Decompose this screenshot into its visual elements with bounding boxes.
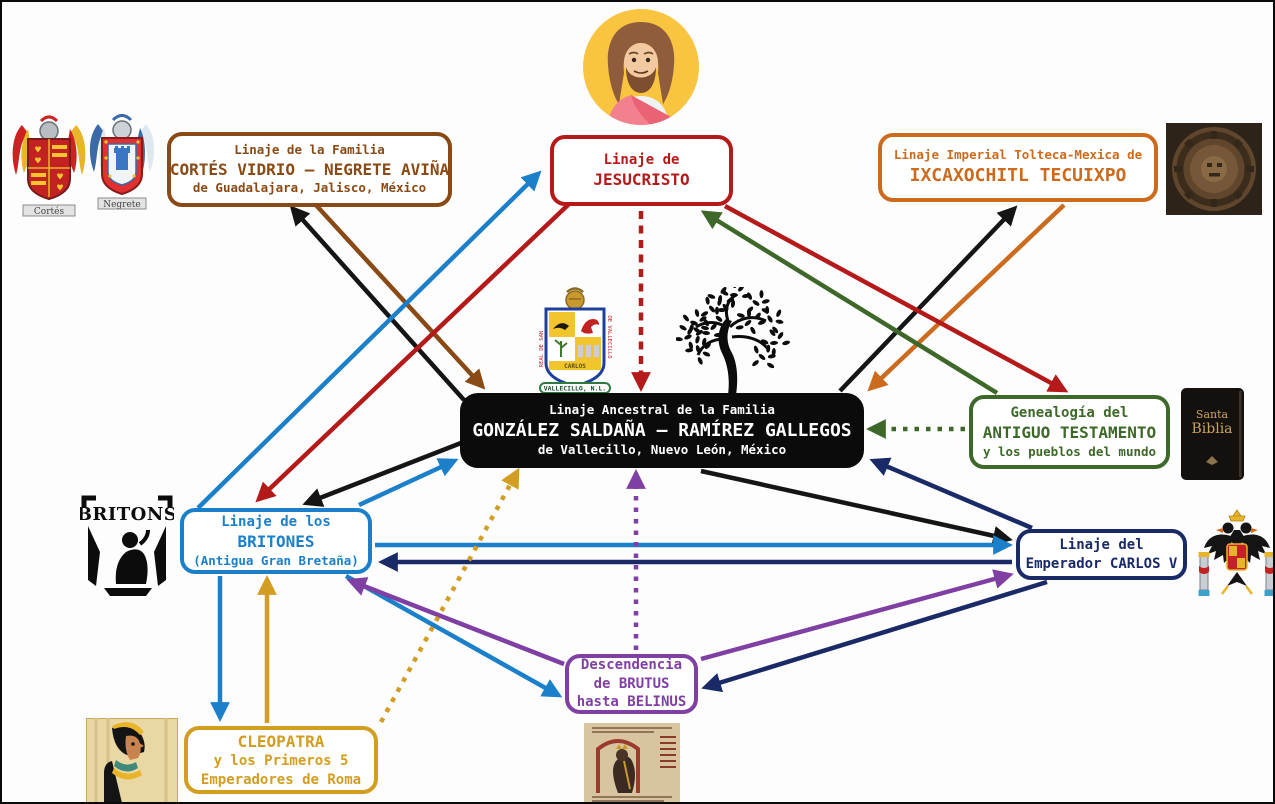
node-brutus-label: hasta BELINUS <box>576 694 687 711</box>
svg-text:DE VALLECILLO: DE VALLECILLO <box>606 315 612 358</box>
medieval-manuscript-image <box>584 723 680 802</box>
node-brutus-label: Descendencia <box>580 657 683 674</box>
arrow-cortes-to-gonzalez <box>313 202 486 390</box>
arrow-ixcaxochitl-to-gonzalez <box>867 203 1066 392</box>
svg-text:Biblia: Biblia <box>1191 421 1232 437</box>
arrow-gonzalez-to-ixcaxochitl <box>838 205 1018 393</box>
jesus-avatar-image <box>583 9 699 125</box>
svg-text:Cortés: Cortés <box>34 206 65 217</box>
node-antiguo-label: ANTIGUO TESTAMENTO <box>982 423 1157 443</box>
arrow-britones-to-brutus <box>344 574 563 698</box>
family-tree-image <box>676 287 790 395</box>
carlos-v-eagle-image <box>1198 509 1273 596</box>
node-britones-label: Linaje de los <box>221 513 331 530</box>
svg-text:BRITONS: BRITONS <box>80 504 174 525</box>
arrow-britones-to-gonzalez <box>358 458 459 508</box>
node-carlosv-label: Linaje del <box>1059 537 1144 554</box>
node-britones-label: BRITONES <box>237 532 315 552</box>
node-cortes-label: CORTÉS VIDRIO – NEGRETE AVIÑA <box>169 159 450 179</box>
santa-biblia-image: Santa Biblia <box>1181 388 1244 480</box>
node-antiguo-label: y los pueblos del mundo <box>982 443 1157 459</box>
node-cortes-label: Linaje de la Familia <box>234 142 385 158</box>
arrow-carlosv-to-gonzalez <box>869 457 1033 531</box>
cortes-coat-of-arms-image: ♥ ♥ ♥ ♥ Cortés <box>12 115 86 217</box>
node-jesucristo-label: JESUCRISTO <box>593 170 690 190</box>
node-carlosv-label: Emperador CARLOS V <box>1025 555 1178 572</box>
arrow-cleopatra-to-gonzalez <box>379 467 520 724</box>
arrow-brutus-to-carlosv <box>700 569 1014 662</box>
node-jesucristo-label: Linaje de <box>603 151 680 168</box>
svg-text:VALLECILLO, N.L.: VALLECILLO, N.L. <box>544 385 607 393</box>
node-britones-label: (Antigua Gran Bretaña) <box>193 552 359 568</box>
svg-text:Negrete: Negrete <box>103 200 141 210</box>
arrow-gonzalez-to-cortes <box>289 205 466 402</box>
node-cortes-label: de Guadalajara, Jalisco, México <box>192 180 427 196</box>
aztec-calendar-image <box>1166 123 1262 215</box>
node-gonzalez-label: Linaje Ancestral de la Familia <box>549 402 775 418</box>
svg-text:♥: ♥ <box>35 156 41 167</box>
node-ixcaxochitl-label: IXCAXOCHITL TECUIXPO <box>909 164 1127 186</box>
node-cleopatra-label: y los Primeros 5 <box>213 753 349 770</box>
svg-text:♥: ♥ <box>57 183 63 194</box>
node-cleopatra-label: CLEOPATRA <box>237 731 325 751</box>
cleopatra-papyrus-image <box>86 718 178 802</box>
node-gonzalez-label: de Vallecillo, Nuevo León, México <box>537 442 787 458</box>
arrow-gonzalez-to-carlosv <box>700 468 1013 546</box>
britons-woodcut-image: BRITONS <box>80 495 174 596</box>
node-cleopatra-label: Emperadores de Roma <box>200 771 362 788</box>
svg-text:♥: ♥ <box>57 172 63 183</box>
svg-text:Santa: Santa <box>1196 408 1229 421</box>
node-gonzalez-label: GONZÁLEZ SALDAÑA – RAMÍREZ GALLEGOS <box>472 419 852 441</box>
node-jesucristo: Linaje de JESUCRISTO <box>550 135 733 206</box>
negrete-coat-of-arms-image: Negrete <box>89 114 155 210</box>
node-ixcaxochitl-label: Linaje Imperial Tolteca-Mexica de <box>893 147 1143 163</box>
node-brutus-label: de BRUTUS <box>593 675 670 692</box>
arrow-gonzalez-to-britones <box>302 440 462 507</box>
svg-text:CARLOS: CARLOS <box>564 363 586 370</box>
node-antiguo-label: Genealogía del <box>1010 404 1129 421</box>
vallecillo-coat-of-arms-image: CARLOS REAL DE SAN DE VALLECILLO VALLECI… <box>539 287 612 394</box>
arrow-carlosv-to-brutus <box>701 579 1048 693</box>
svg-text:REAL DE SAN: REAL DE SAN <box>539 331 545 367</box>
arrow-brutus-to-britones <box>346 577 565 667</box>
svg-text:♥: ♥ <box>35 145 41 156</box>
